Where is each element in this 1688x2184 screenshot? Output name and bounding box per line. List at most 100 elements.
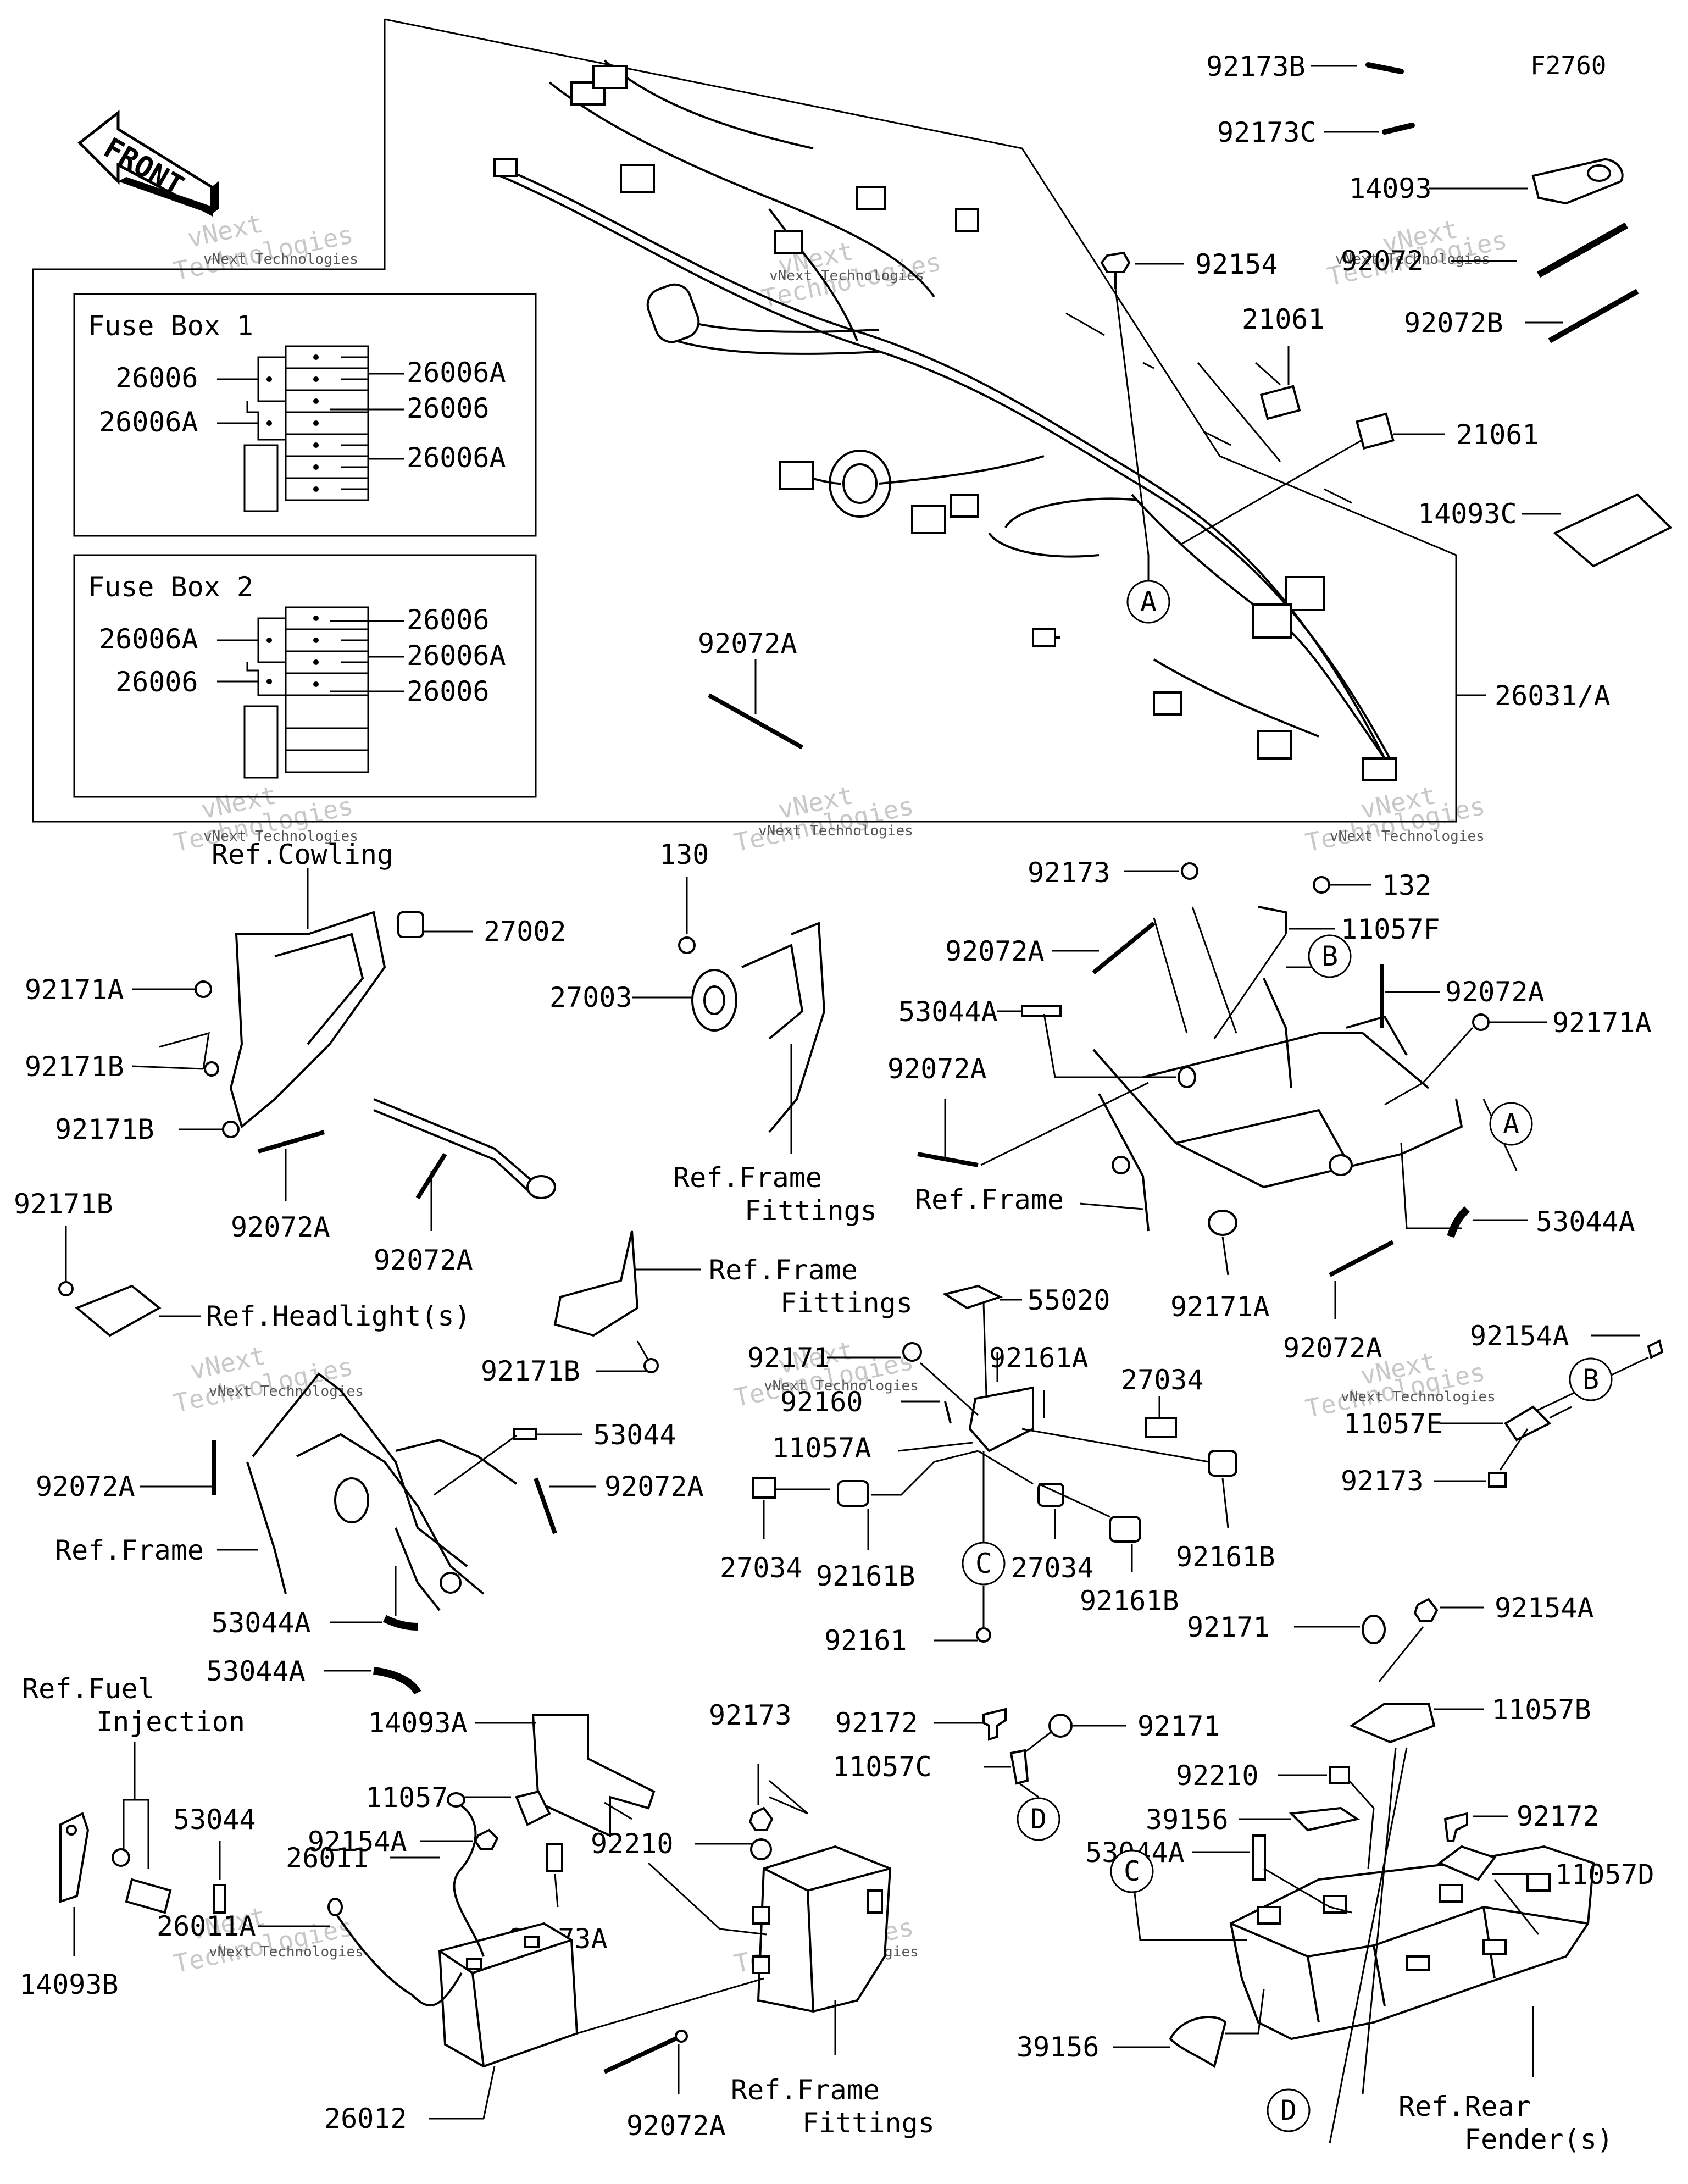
ref-fuel-b: Injection <box>96 1706 245 1738</box>
label-11057A: 11057A <box>772 1432 871 1464</box>
fuse-box-2-label-right-0: 26006 <box>407 604 490 636</box>
ref-frame-fittings-1b: Fittings <box>745 1195 877 1227</box>
label-53044A-right-1: 53044A <box>898 996 998 1028</box>
ref-frame-fittings-1a: Ref.Frame <box>673 1162 822 1194</box>
svg-text:C: C <box>975 1548 992 1579</box>
label-55020: 55020 <box>1028 1284 1110 1316</box>
ref-frame-fittings-3b: Fittings <box>802 2107 935 2139</box>
label-92172-b: 92172 <box>1517 1800 1600 1832</box>
label-92171B-mid: 92171B <box>481 1355 580 1387</box>
label-92171B-2: 92171B <box>55 1113 154 1145</box>
svg-text:A: A <box>1503 1108 1519 1140</box>
label-21061-a: 21061 <box>1242 303 1325 335</box>
ref-rear-fender-b: Fender(s) <box>1464 2124 1613 2155</box>
label-26011A: 26011A <box>157 1910 256 1942</box>
fuse-box-1-label-left-0: 26006 <box>115 362 198 394</box>
callout-D-1: D <box>1017 1797 1060 1841</box>
ref-headlight: Ref.Headlight(s) <box>206 1300 471 1332</box>
label-14093A: 14093A <box>368 1707 468 1739</box>
label-132: 132 <box>1382 869 1431 901</box>
svg-text:B: B <box>1582 1363 1599 1395</box>
label-92072A-right-2: 92072A <box>1445 976 1545 1008</box>
relay-bracket: 55020 92171 92160 92161A 11057A 27034 92… <box>720 1284 1275 1656</box>
label-92072A-mid-1: 92072A <box>36 1471 135 1503</box>
label-92173-bottom: 92173 <box>709 1699 792 1731</box>
watermark-small-text: vNext Technologies <box>1330 828 1485 845</box>
label-92171-right: 92171 <box>1187 1611 1270 1643</box>
fuse-box-2-label-left-0: 26006A <box>99 623 198 655</box>
label-92171B-headlight: 92171B <box>14 1188 113 1220</box>
fuse-box-1-panel: Fuse Box 1 26006 26006A 26006A 26006 260… <box>73 293 537 537</box>
label-92161: 92161 <box>824 1625 907 1656</box>
callout-B-1: B <box>1308 934 1352 978</box>
label-14093C: 14093C <box>1418 498 1517 530</box>
ref-frame-1: Ref.Frame <box>915 1184 1064 1216</box>
label-92171A-left: 92171A <box>25 974 124 1006</box>
label-11057E: 11057E <box>1343 1408 1443 1440</box>
label-92173C: 92173C <box>1217 117 1317 148</box>
label-92154A-right: 92154A <box>1470 1320 1569 1352</box>
ref-cowling: Ref.Cowling <box>212 839 393 871</box>
fuse-box-2-label-right-1: 26006A <box>407 640 506 672</box>
callout-C-2: C <box>1110 1849 1154 1893</box>
rear-fender-area: 92171 92154A 11057B 92210 39156 53044A 9… <box>1017 1592 1654 2155</box>
fuse-box-1-label-right-1: 26006 <box>407 392 490 424</box>
fuse-box-2-title: Fuse Box 2 <box>88 571 253 603</box>
label-92154A-right-bottom: 92154A <box>1495 1592 1594 1624</box>
svg-text:A: A <box>1140 586 1157 618</box>
label-26012: 26012 <box>324 2103 407 2135</box>
cowling-bracket: 27002 Ref.Cowling 92171A 92171B 92171B 9… <box>25 839 567 1276</box>
label-11057F: 11057F <box>1341 913 1440 945</box>
label-92161B-b: 92161B <box>1080 1585 1179 1617</box>
label-130: 130 <box>659 839 709 871</box>
frame-assembly-2: 92072A 53044 92072A Ref.Frame 53044A 530… <box>36 1372 704 1695</box>
label-92072A-left-2: 92072A <box>374 1244 473 1276</box>
label-92154A-mid: 92154A <box>308 1826 407 1858</box>
label-14093: 14093 <box>1349 173 1432 204</box>
label-53044-mid: 53044 <box>593 1419 676 1451</box>
watermark-small-text: vNext Technologies <box>203 828 358 845</box>
label-11057: 11057 <box>365 1782 448 1814</box>
fuse-box-2-label-left-1: 26006 <box>115 666 198 698</box>
frame-assembly: 92173 132 11057F 92072A 92072A 53044A 92… <box>887 857 1652 1364</box>
label-14093B: 14093B <box>19 1969 119 2000</box>
label-92171A-right: 92171A <box>1552 1007 1652 1039</box>
svg-text:C: C <box>1124 1855 1140 1887</box>
figure-code: F2760 <box>1530 51 1606 80</box>
battery-case: 92173 92210 Ref.Frame Fittings 92072A <box>576 1699 935 2142</box>
battery-area: 14093A 11057 92154A 92173A 26011 26011A … <box>157 1707 656 2135</box>
label-92172-a: 92172 <box>835 1707 918 1739</box>
fuse-box-1-title: Fuse Box 1 <box>88 310 253 342</box>
svg-text:B: B <box>1321 940 1338 972</box>
label-53044-bottom: 53044 <box>173 1804 256 1836</box>
label-53044A-mid-2: 53044A <box>206 1655 306 1687</box>
label-21061-b: 21061 <box>1456 419 1539 451</box>
label-27034-a: 27034 <box>1121 1364 1204 1396</box>
label-39156-a: 39156 <box>1146 1804 1229 1836</box>
label-92072: 92072 <box>1341 245 1424 277</box>
label-92171A-right-2: 92171A <box>1170 1291 1270 1323</box>
fuse-box-2-panel: Fuse Box 2 26006A 26006 26006 26006A 260… <box>73 554 537 798</box>
fuse-box-1-label-left-1: 26006A <box>99 406 198 438</box>
fuse-box-1-label-right-2: 26006A <box>407 442 506 474</box>
label-92160: 92160 <box>780 1386 863 1418</box>
watermark-small-text: vNext Technologies <box>1341 1389 1496 1405</box>
label-92171B-1: 92171B <box>25 1051 124 1083</box>
watermark-small-text: vNext Technologies <box>209 1383 364 1400</box>
front-arrow-label: FRONT <box>98 131 190 203</box>
ref-fuel-a: Ref.Fuel <box>22 1673 154 1705</box>
ref-frame-fittings-3a: Ref.Frame <box>731 2074 880 2106</box>
label-92210-mid: 92210 <box>591 1828 674 1860</box>
label-92072A-right-3: 92072A <box>887 1053 987 1085</box>
callouts: A A B B C C D D <box>962 555 1613 2132</box>
callout-C-1: C <box>962 1542 1006 1586</box>
label-27034-c: 27034 <box>1011 1552 1094 1584</box>
label-92173-top: 92173 <box>1028 857 1110 889</box>
label-92072A-top: 92072A <box>698 628 797 659</box>
watermark-small-text: vNext Technologies <box>758 823 913 839</box>
